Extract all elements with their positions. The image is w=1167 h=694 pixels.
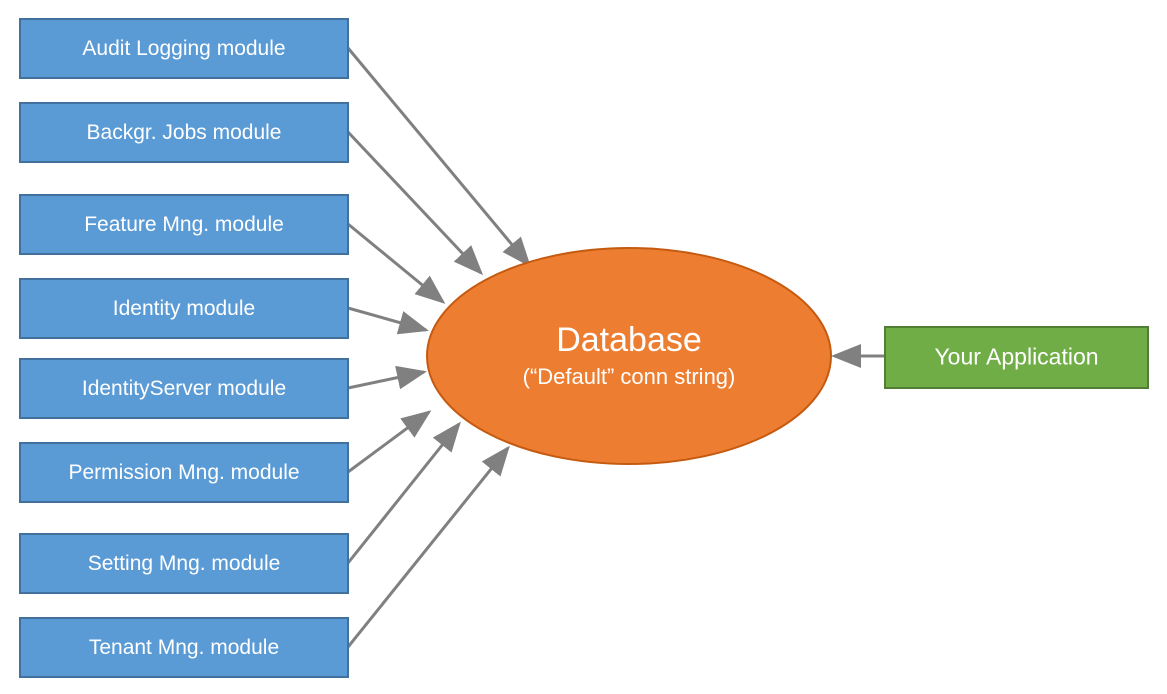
module-box[interactable]: Setting Mng. module xyxy=(19,533,349,594)
module-box-rect[interactable] xyxy=(19,617,349,678)
module-box[interactable]: Audit Logging module xyxy=(19,18,349,79)
module-box-rect[interactable] xyxy=(19,358,349,419)
application-node[interactable]: Your Application xyxy=(884,326,1149,389)
module-box-label: Identity module xyxy=(113,297,255,320)
module-box-rect[interactable] xyxy=(19,442,349,503)
connector-arrow xyxy=(346,421,461,564)
connector-arrow xyxy=(347,365,427,390)
database-subtitle: (“Default” conn string) xyxy=(523,364,736,389)
database-node[interactable]: Database (“Default” conn string) xyxy=(426,247,832,465)
module-box-label: Feature Mng. module xyxy=(84,213,284,236)
module-box-label: Permission Mng. module xyxy=(68,461,299,484)
module-box-label: Setting Mng. module xyxy=(88,552,281,575)
module-box-label: Backgr. Jobs module xyxy=(87,121,282,144)
application-label: Your Application xyxy=(934,344,1098,370)
module-box-rect[interactable] xyxy=(19,102,349,163)
database-title: Database xyxy=(556,321,702,359)
module-box-rect[interactable] xyxy=(19,18,349,79)
connector-arrow xyxy=(347,410,432,474)
module-box-rect[interactable] xyxy=(19,533,349,594)
module-box[interactable]: Tenant Mng. module xyxy=(19,617,349,678)
module-box-rect[interactable] xyxy=(19,278,349,339)
module-box[interactable]: IdentityServer module xyxy=(19,358,349,419)
connector-arrow xyxy=(346,47,531,268)
module-box-label: IdentityServer module xyxy=(82,377,286,400)
connector-arrow xyxy=(347,306,429,335)
connector-arrow xyxy=(346,130,484,276)
module-box[interactable]: Permission Mng. module xyxy=(19,442,349,503)
module-box[interactable]: Feature Mng. module xyxy=(19,194,349,255)
database-ellipse[interactable] xyxy=(426,247,832,465)
module-box[interactable]: Identity module xyxy=(19,278,349,339)
module-box[interactable]: Backgr. Jobs module xyxy=(19,102,349,163)
connector-arrow xyxy=(346,445,510,648)
connector-arrow xyxy=(347,222,446,304)
module-box-label: Audit Logging module xyxy=(82,37,285,60)
application-box[interactable] xyxy=(884,326,1149,389)
module-box-label: Tenant Mng. module xyxy=(89,636,279,659)
module-box-rect[interactable] xyxy=(19,194,349,255)
connector-group xyxy=(346,47,885,648)
